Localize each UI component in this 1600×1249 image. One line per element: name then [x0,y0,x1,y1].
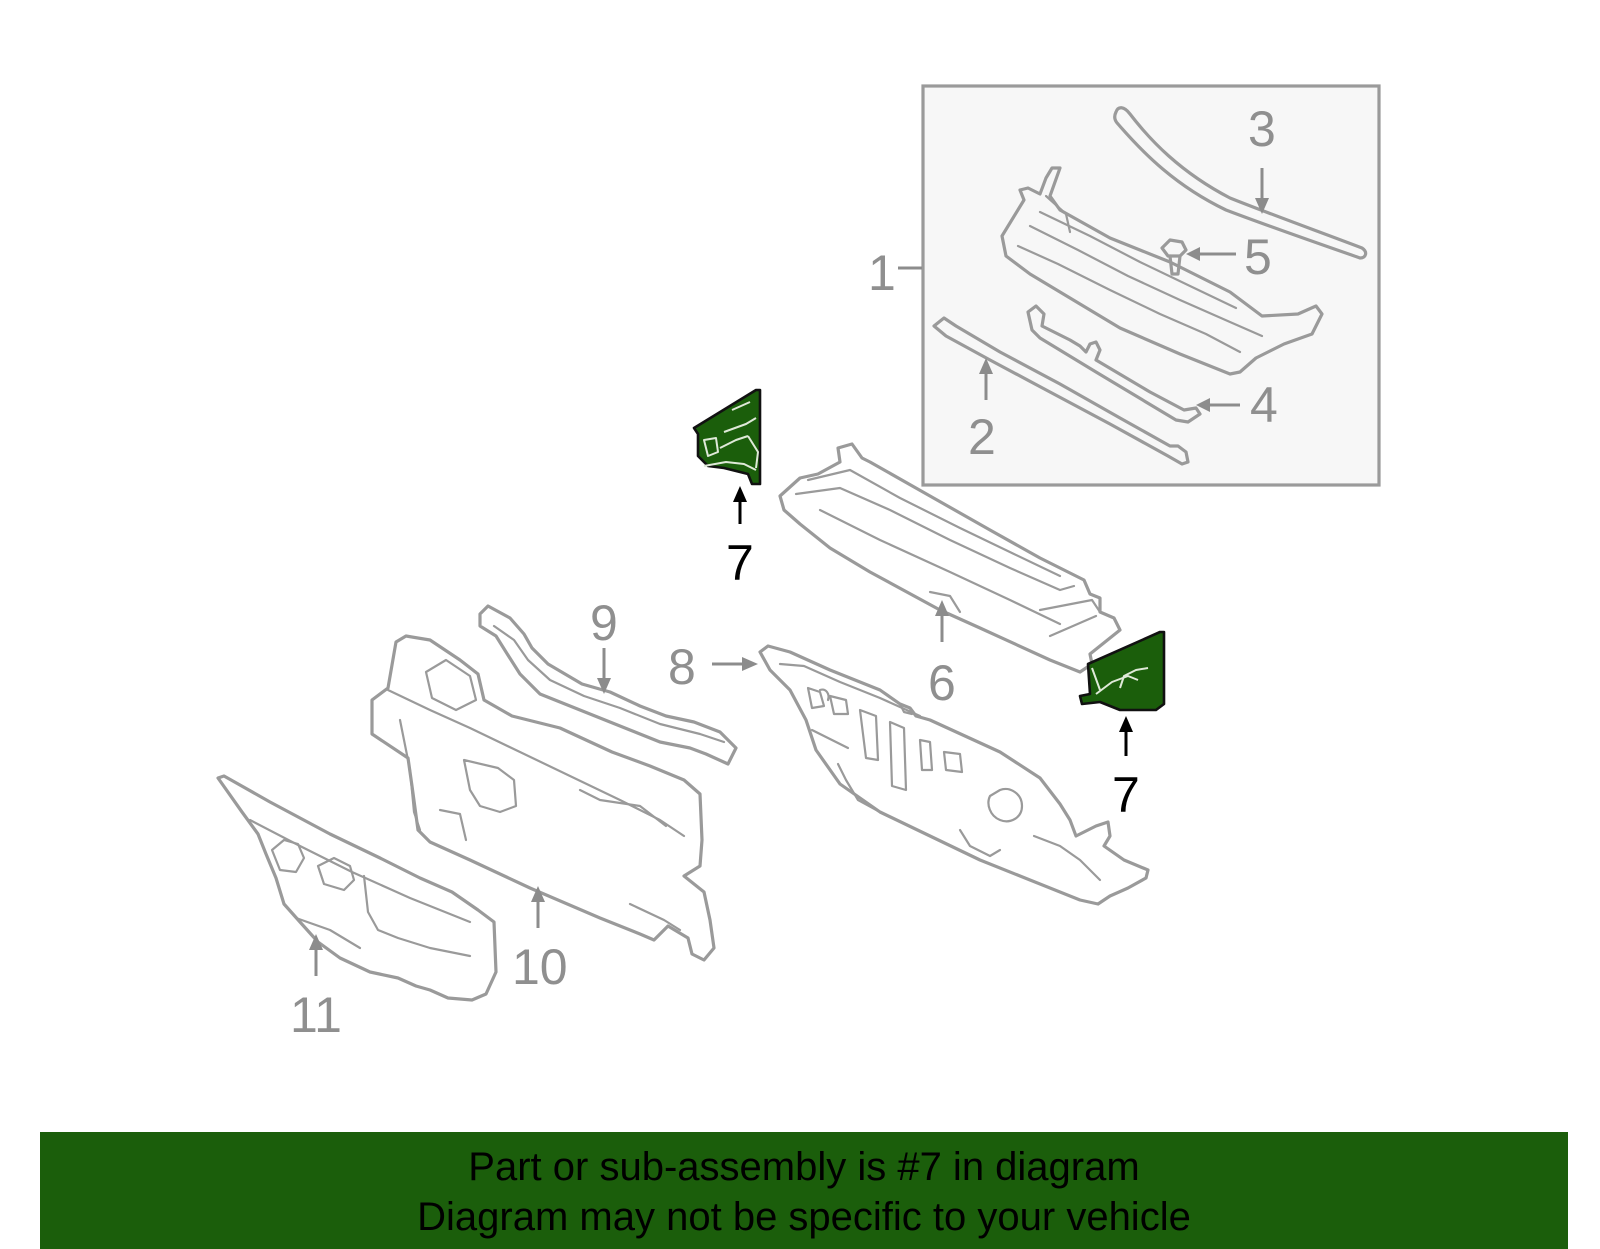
subassembly-inset [921,84,1381,487]
banner-line-disclaimer: Diagram may not be specific to your vehi… [417,1195,1191,1239]
callout-4: 4 [1250,377,1278,433]
arrow-10 [531,886,545,902]
part-7-right-highlighted[interactable] [1078,630,1166,712]
arrow-8 [742,657,758,671]
arrow-6 [935,600,949,616]
part-4-bracket[interactable] [1026,304,1202,424]
part-8-dash-panel[interactable] [758,644,1150,906]
info-banner: Part or sub-assembly is #7 in diagram Di… [40,1132,1568,1249]
callout-3: 3 [1248,101,1276,157]
callout-5: 5 [1244,229,1272,285]
arrow-7-right [1119,716,1133,732]
part-5-bolt[interactable] [1160,238,1188,276]
arrow-4 [1196,398,1210,412]
callout-9: 9 [590,595,618,651]
arrow-3 [1255,198,1269,214]
parts-diagram: 1 2 3 4 5 6 7 7 8 9 10 11 [216,84,1381,1043]
arrow-5 [1186,247,1200,261]
callout-labels: 1 2 3 4 5 6 7 7 8 9 10 11 [290,101,1278,1043]
callout-10: 10 [512,939,568,995]
part-10-insulator[interactable] [370,634,716,962]
arrow-2 [979,358,993,374]
arrow-7-left [733,486,747,502]
callout-6: 6 [928,655,956,711]
callout-8: 8 [668,639,696,695]
callout-2: 2 [968,409,996,465]
part-2-seal[interactable] [932,316,1190,466]
callout-1: 1 [868,245,896,301]
part-6-cowl-top[interactable] [778,442,1122,674]
banner-line-part: Part or sub-assembly is #7 in diagram [468,1145,1140,1189]
arrow-11 [309,934,323,950]
arrow-9 [597,678,611,694]
part-7-left-highlighted[interactable] [692,388,762,486]
part-3-molding[interactable] [1113,106,1368,260]
callout-7-left: 7 [726,535,754,591]
callout-7-right: 7 [1112,767,1140,823]
leader-lines [309,168,1269,976]
part-11-outer-insulator[interactable] [216,774,498,1002]
callout-11: 11 [290,987,342,1043]
part-1-cowl-panel[interactable] [1000,166,1324,376]
part-9-reinforcement[interactable] [478,604,738,766]
